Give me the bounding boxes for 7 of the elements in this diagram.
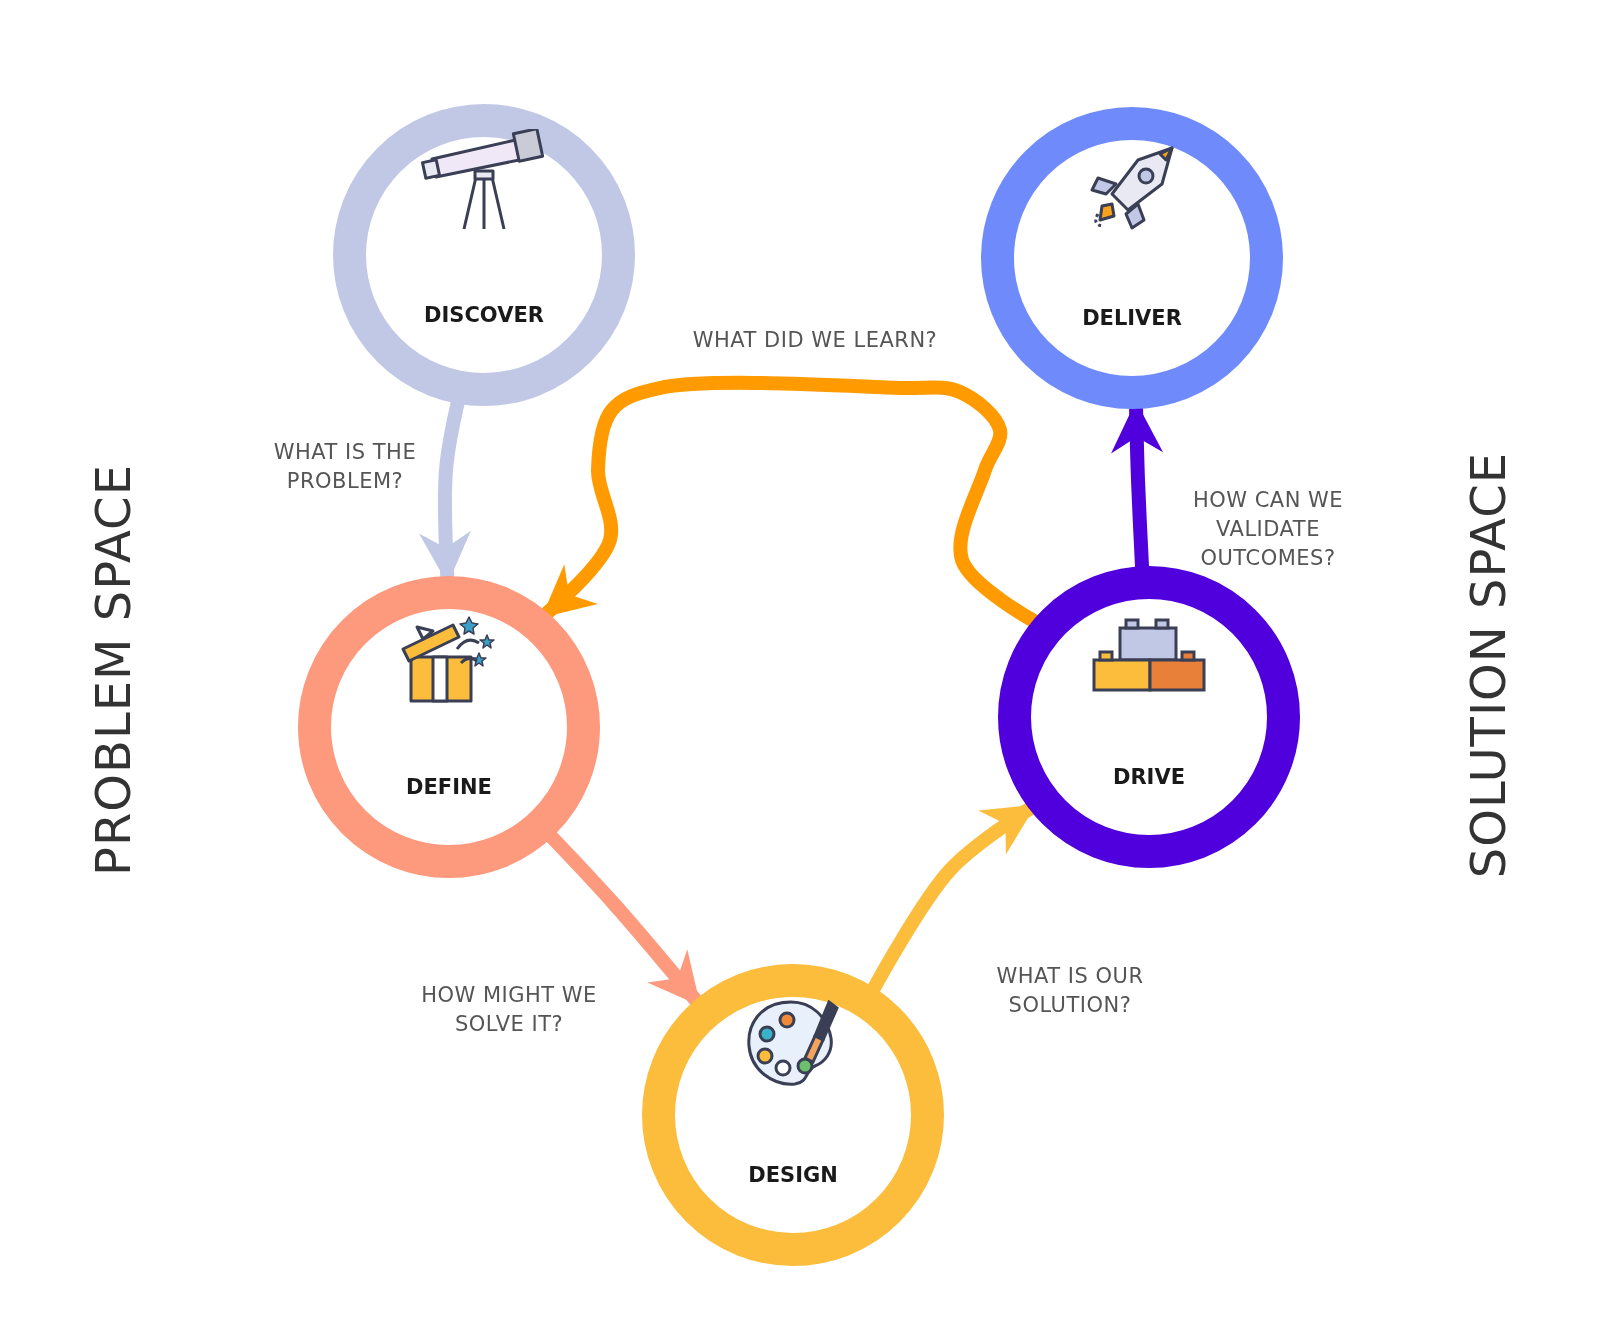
space-label: SOLUTION SPACE (1460, 451, 1517, 879)
stage-label: DEFINE (405, 775, 493, 799)
space-label: PROBLEM SPACE (84, 464, 141, 876)
stage-label: DESIGN (747, 1163, 839, 1187)
stage-label: DELIVER (1081, 306, 1183, 330)
stage-label: DISCOVER (423, 303, 545, 327)
stage-label: DRIVE (1112, 765, 1186, 789)
